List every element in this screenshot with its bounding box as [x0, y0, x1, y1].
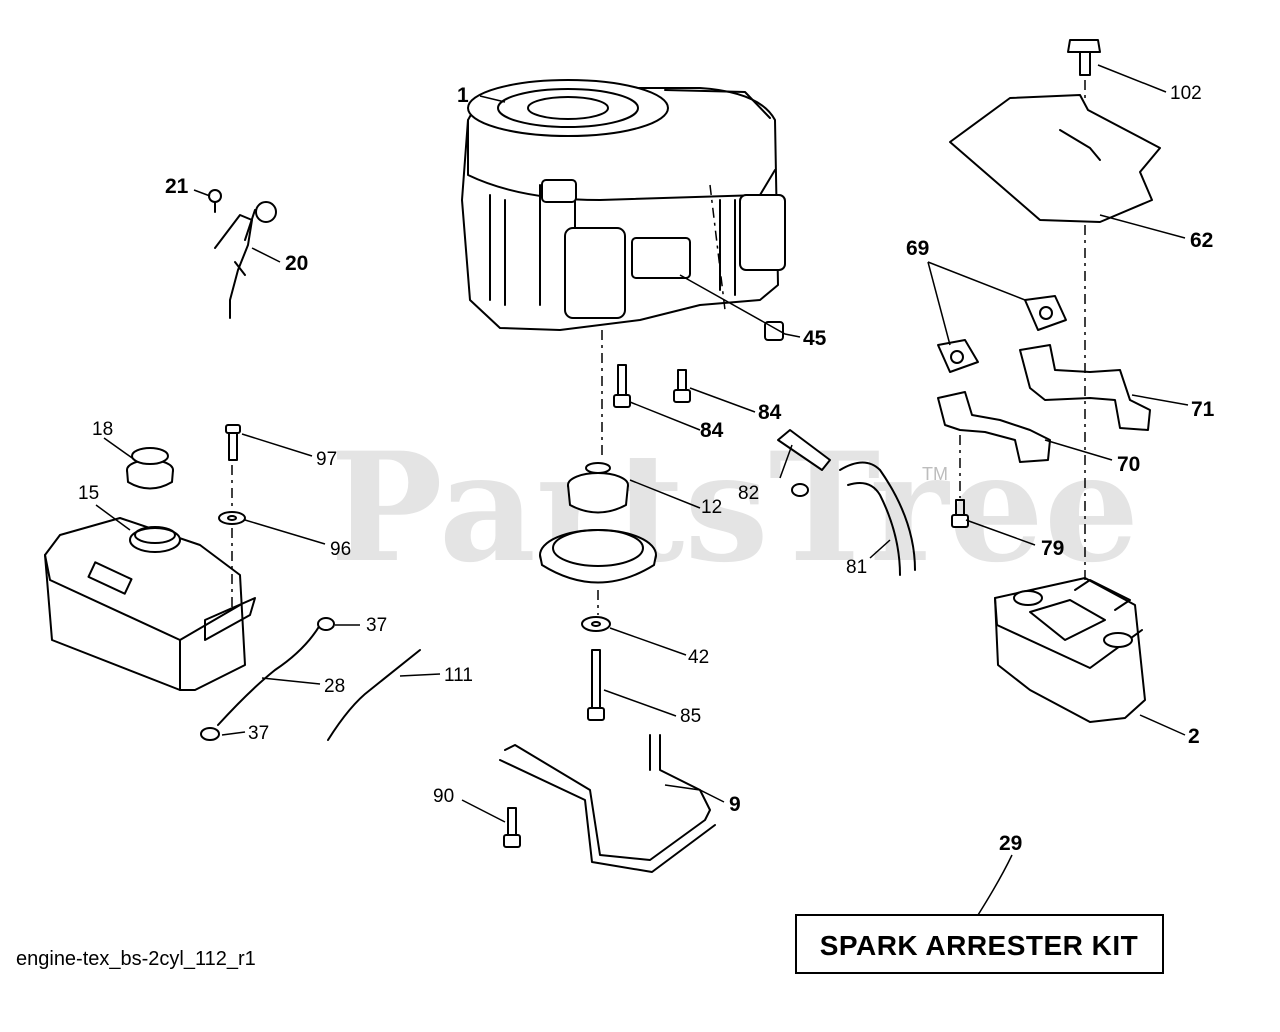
callout-71: 71 [1191, 398, 1215, 421]
callout-37-upper: 37 [366, 615, 387, 636]
callout-12: 12 [701, 497, 722, 518]
callout-96: 96 [330, 539, 351, 560]
callout-labels: 1 21 20 18 15 97 96 37 28 111 37 12 42 8… [78, 83, 1215, 855]
screw-79-part[interactable] [951, 499, 969, 528]
gasket-69-right-part[interactable] [1024, 295, 1067, 331]
fuel-line-28-part[interactable] [217, 624, 321, 726]
alignment-lines [231, 80, 1086, 615]
screw-97-part[interactable] [225, 424, 241, 461]
oil-drain-valve-part[interactable] [777, 429, 831, 497]
gasket-69-left-part[interactable] [937, 339, 979, 373]
drawing-filename: engine-tex_bs-2cyl_112_r1 [16, 948, 256, 970]
callout-1: 1 [457, 84, 469, 107]
callout-82: 82 [738, 483, 759, 504]
bracket-9-part[interactable] [499, 734, 716, 873]
bolt-84-right-part[interactable] [673, 369, 691, 403]
callout-69: 69 [906, 237, 929, 260]
watermark-trademark: TM [922, 464, 948, 484]
callout-37-lower: 37 [248, 723, 269, 744]
callout-62: 62 [1190, 229, 1213, 252]
callout-111: 111 [444, 665, 473, 686]
callout-84-left: 84 [700, 419, 724, 442]
callout-18: 18 [92, 419, 113, 440]
callout-42: 42 [688, 647, 709, 668]
clamp-37-lower-part[interactable] [200, 727, 220, 741]
oil-drain-hose-part[interactable] [839, 461, 916, 576]
bolt-102-part[interactable] [1067, 39, 1101, 76]
callout-79: 79 [1041, 537, 1064, 560]
callout-102: 102 [1170, 83, 1202, 104]
callout-84-right: 84 [758, 401, 782, 424]
spark-arrester-kit-label: SPARK ARRESTER KIT [820, 930, 1139, 961]
callout-97: 97 [316, 449, 337, 470]
callout-28: 28 [324, 676, 345, 697]
spark-arrester-kit-box[interactable]: SPARK ARRESTER KIT [795, 914, 1164, 974]
callout-90: 90 [433, 786, 454, 807]
bolt-90-part[interactable] [503, 807, 521, 848]
callout-70: 70 [1117, 453, 1140, 476]
leader-lines [95, 64, 1189, 916]
callout-15: 15 [78, 483, 99, 504]
callout-45: 45 [803, 327, 827, 350]
washer-42-part[interactable] [581, 616, 611, 632]
callout-9: 9 [729, 793, 741, 816]
fuel-cap-part[interactable] [126, 447, 174, 490]
throttle-control-part[interactable] [208, 189, 277, 319]
callout-20: 20 [285, 252, 308, 275]
callout-85: 85 [680, 706, 701, 727]
bolt-84-left-part[interactable] [613, 364, 631, 408]
exhaust-pipe-70-part[interactable] [937, 391, 1051, 463]
fuel-line-111-part[interactable] [327, 649, 421, 741]
washer-96-part[interactable] [218, 511, 246, 525]
callout-81: 81 [846, 557, 867, 578]
callout-29: 29 [999, 832, 1022, 855]
heat-shield-62-part[interactable] [949, 94, 1161, 223]
callout-21: 21 [165, 175, 189, 198]
muffler-part[interactable] [994, 577, 1146, 723]
bolt-85-part[interactable] [587, 649, 605, 721]
clamp-37-upper-part[interactable] [317, 617, 335, 631]
fuel-tank-part[interactable] [44, 517, 256, 691]
engine-part[interactable] [461, 79, 786, 331]
watermark: PartsTree [330, 420, 1139, 596]
callout-2: 2 [1188, 725, 1200, 748]
pulley-part[interactable] [539, 462, 657, 584]
nut-45-part[interactable] [764, 321, 784, 341]
